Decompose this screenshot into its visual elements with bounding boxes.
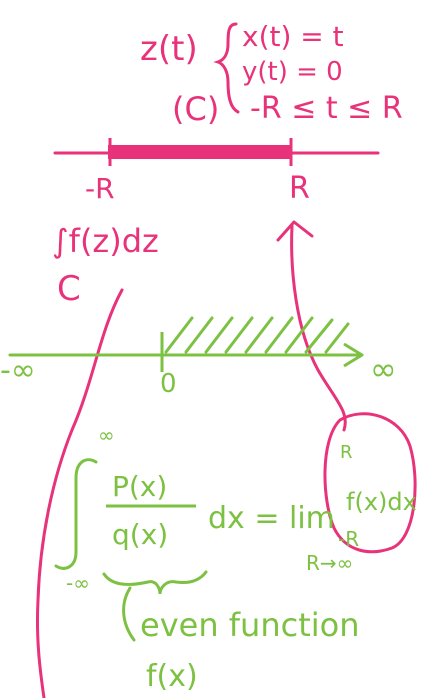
even-function-label: even function (140, 606, 359, 644)
contour-integral: ∫f(z)dz (52, 222, 159, 260)
numerator: P(x) (112, 470, 167, 503)
c-small-label: C (57, 269, 81, 309)
left-pink-curve (35, 288, 124, 698)
upper-limit: ∞ (98, 423, 115, 447)
r-label: R (289, 171, 310, 206)
contour-segment (108, 145, 290, 159)
z-of-t-label: z(t) (140, 29, 198, 69)
green-axis-arrow (343, 342, 364, 368)
c-label: (C) (172, 90, 219, 128)
x-equation: x(t) = t (242, 20, 344, 53)
circled-region (323, 412, 417, 554)
brace (213, 22, 240, 114)
dx-equals-lim: dx = lim (208, 501, 335, 536)
under-brace (102, 570, 208, 595)
limit-subscript: R→∞ (306, 551, 353, 575)
pos-infinity-label: ∞ (370, 350, 397, 388)
denominator: q(x) (112, 518, 168, 551)
lower-limit: -∞ (66, 571, 90, 595)
inner-lower-limit: -R (338, 527, 359, 551)
arrow-head (276, 220, 314, 242)
hatching (164, 316, 350, 354)
zero-label: 0 (160, 369, 177, 399)
minus-r-label: -R (85, 172, 115, 205)
neg-infinity-label: -∞ (0, 353, 36, 388)
f-of-x-label: f(x) (146, 659, 198, 694)
y-equation: y(t) = 0 (242, 57, 343, 87)
inner-upper-limit: R (340, 442, 353, 463)
arrow-shaft (290, 224, 347, 432)
t-range: -R ≤ t ≤ R (250, 91, 403, 126)
inner-integral: f(x)dx (346, 488, 417, 516)
under-brace-arrow (122, 586, 136, 642)
integral-sign (54, 458, 98, 570)
